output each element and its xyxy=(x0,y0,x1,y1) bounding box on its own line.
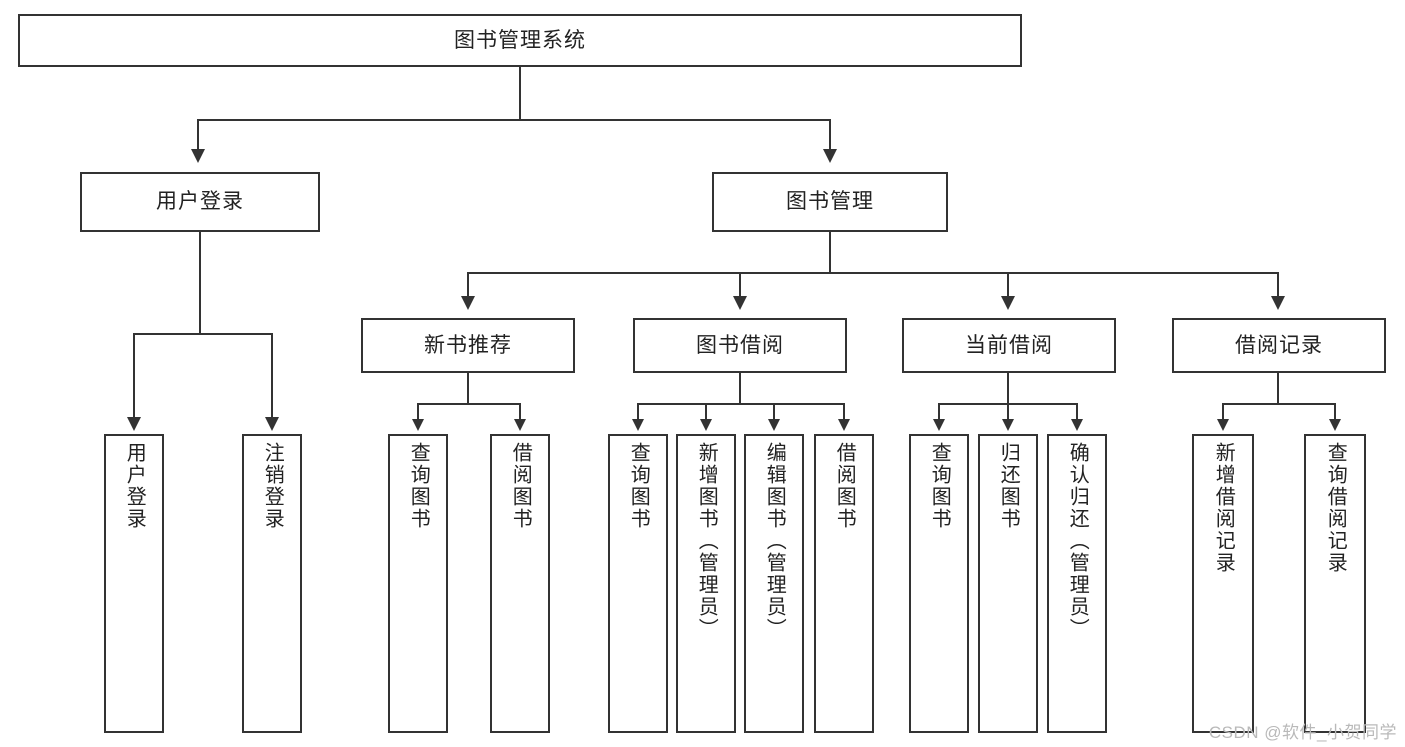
connector-bm-to-new-book xyxy=(467,272,469,298)
connector-bm-to-book-borrow xyxy=(739,272,741,298)
connector-bb-to-leaf-3 xyxy=(773,403,775,421)
node-label: 查询图书 xyxy=(407,442,430,530)
arrow-bm-to-borrow-records xyxy=(1271,296,1285,310)
arrow-bb-to-leaf-3 xyxy=(768,419,780,431)
node-label: 图书管理 xyxy=(786,190,874,214)
node-label: 新书推荐 xyxy=(424,333,512,357)
arrow-root-to-user-login xyxy=(191,149,205,163)
node-user-login[interactable]: 用户登录 xyxy=(80,172,320,232)
leaf-book-borrow-borrow-book[interactable]: 借阅图书 xyxy=(814,434,874,733)
connector-br-to-leaf-1 xyxy=(1222,403,1224,421)
node-label: 归还图书 xyxy=(997,442,1020,530)
connector-bb-to-leaf-4 xyxy=(843,403,845,421)
connector-bm-to-current-borrow xyxy=(1007,272,1009,298)
node-label: 用户登录 xyxy=(123,442,146,530)
connector-user-login-to-leaf-2 xyxy=(271,333,273,419)
arrow-new-book-to-leaf-2 xyxy=(514,419,526,431)
node-label: 确认归还（管理员） xyxy=(1066,442,1089,640)
connector-book-management-stem xyxy=(829,232,831,274)
leaf-current-borrow-query-book[interactable]: 查询图书 xyxy=(909,434,969,733)
node-root-book-management-system[interactable]: 图书管理系统 xyxy=(18,14,1022,67)
leaf-borrow-records-query-record[interactable]: 查询借阅记录 xyxy=(1304,434,1366,733)
node-label: 图书借阅 xyxy=(696,333,784,357)
arrow-cb-to-leaf-1 xyxy=(933,419,945,431)
arrow-cb-to-leaf-2 xyxy=(1002,419,1014,431)
connector-new-book-to-leaf-1 xyxy=(417,403,419,421)
node-label: 查询图书 xyxy=(928,442,951,530)
node-label: 借阅记录 xyxy=(1235,333,1323,357)
node-label: 编辑图书（管理员） xyxy=(763,442,786,640)
connector-current-borrow-stem xyxy=(1007,373,1009,405)
connector-cb-to-leaf-2 xyxy=(1007,403,1009,421)
leaf-new-book-borrow-book[interactable]: 借阅图书 xyxy=(490,434,550,733)
arrow-user-login-to-leaf-2 xyxy=(265,417,279,431)
arrow-bm-to-current-borrow xyxy=(1001,296,1015,310)
connector-user-login-bus xyxy=(133,333,273,335)
leaf-new-book-query-book[interactable]: 查询图书 xyxy=(388,434,448,733)
arrow-new-book-to-leaf-1 xyxy=(412,419,424,431)
arrow-cb-to-leaf-3 xyxy=(1071,419,1083,431)
connector-cb-to-leaf-3 xyxy=(1076,403,1078,421)
node-label: 图书管理系统 xyxy=(454,28,586,52)
connector-user-login-to-leaf-1 xyxy=(133,333,135,419)
connector-book-borrow-stem xyxy=(739,373,741,405)
arrow-bm-to-new-book xyxy=(461,296,475,310)
node-label: 查询借阅记录 xyxy=(1324,442,1347,574)
node-book-management[interactable]: 图书管理 xyxy=(712,172,948,232)
node-label: 查询图书 xyxy=(627,442,650,530)
arrow-user-login-to-leaf-1 xyxy=(127,417,141,431)
connector-bb-to-leaf-2 xyxy=(705,403,707,421)
leaf-user-login-login[interactable]: 用户登录 xyxy=(104,434,164,733)
connector-book-borrow-bus xyxy=(637,403,845,405)
leaf-book-borrow-add-book-admin[interactable]: 新增图书（管理员） xyxy=(676,434,736,733)
connector-root-to-book-management xyxy=(829,119,831,151)
connector-book-management-bus xyxy=(467,272,1279,274)
node-label: 用户登录 xyxy=(156,190,244,214)
arrow-bb-to-leaf-4 xyxy=(838,419,850,431)
connector-cb-to-leaf-1 xyxy=(938,403,940,421)
leaf-borrow-records-add-record[interactable]: 新增借阅记录 xyxy=(1192,434,1254,733)
arrow-bm-to-book-borrow xyxy=(733,296,747,310)
node-book-borrow[interactable]: 图书借阅 xyxy=(633,318,847,373)
node-current-borrow[interactable]: 当前借阅 xyxy=(902,318,1116,373)
node-new-book-recommend[interactable]: 新书推荐 xyxy=(361,318,575,373)
connector-root-bus xyxy=(197,119,831,121)
connector-borrow-records-bus xyxy=(1222,403,1336,405)
leaf-user-login-logout[interactable]: 注销登录 xyxy=(242,434,302,733)
connector-br-to-leaf-2 xyxy=(1334,403,1336,421)
arrow-br-to-leaf-2 xyxy=(1329,419,1341,431)
arrow-root-to-book-management xyxy=(823,149,837,163)
connector-user-login-stem xyxy=(199,232,201,335)
leaf-book-borrow-edit-book-admin[interactable]: 编辑图书（管理员） xyxy=(744,434,804,733)
arrow-bb-to-leaf-1 xyxy=(632,419,644,431)
leaf-current-borrow-confirm-return-admin[interactable]: 确认归还（管理员） xyxy=(1047,434,1107,733)
connector-new-book-stem xyxy=(467,373,469,405)
arrow-bb-to-leaf-2 xyxy=(700,419,712,431)
connector-bm-to-borrow-records xyxy=(1277,272,1279,298)
node-label: 注销登录 xyxy=(261,442,284,530)
connector-root-stem xyxy=(519,67,521,121)
node-label: 借阅图书 xyxy=(509,442,532,530)
connector-root-to-user-login xyxy=(197,119,199,151)
node-label: 新增借阅记录 xyxy=(1212,442,1235,574)
leaf-current-borrow-return-book[interactable]: 归还图书 xyxy=(978,434,1038,733)
connector-bb-to-leaf-1 xyxy=(637,403,639,421)
node-label: 新增图书（管理员） xyxy=(695,442,718,640)
leaf-book-borrow-query-book[interactable]: 查询图书 xyxy=(608,434,668,733)
node-label: 当前借阅 xyxy=(965,333,1053,357)
node-borrow-records[interactable]: 借阅记录 xyxy=(1172,318,1386,373)
arrow-br-to-leaf-1 xyxy=(1217,419,1229,431)
node-label: 借阅图书 xyxy=(833,442,856,530)
connector-new-book-to-leaf-2 xyxy=(519,403,521,421)
connector-new-book-bus xyxy=(417,403,521,405)
connector-borrow-records-stem xyxy=(1277,373,1279,405)
